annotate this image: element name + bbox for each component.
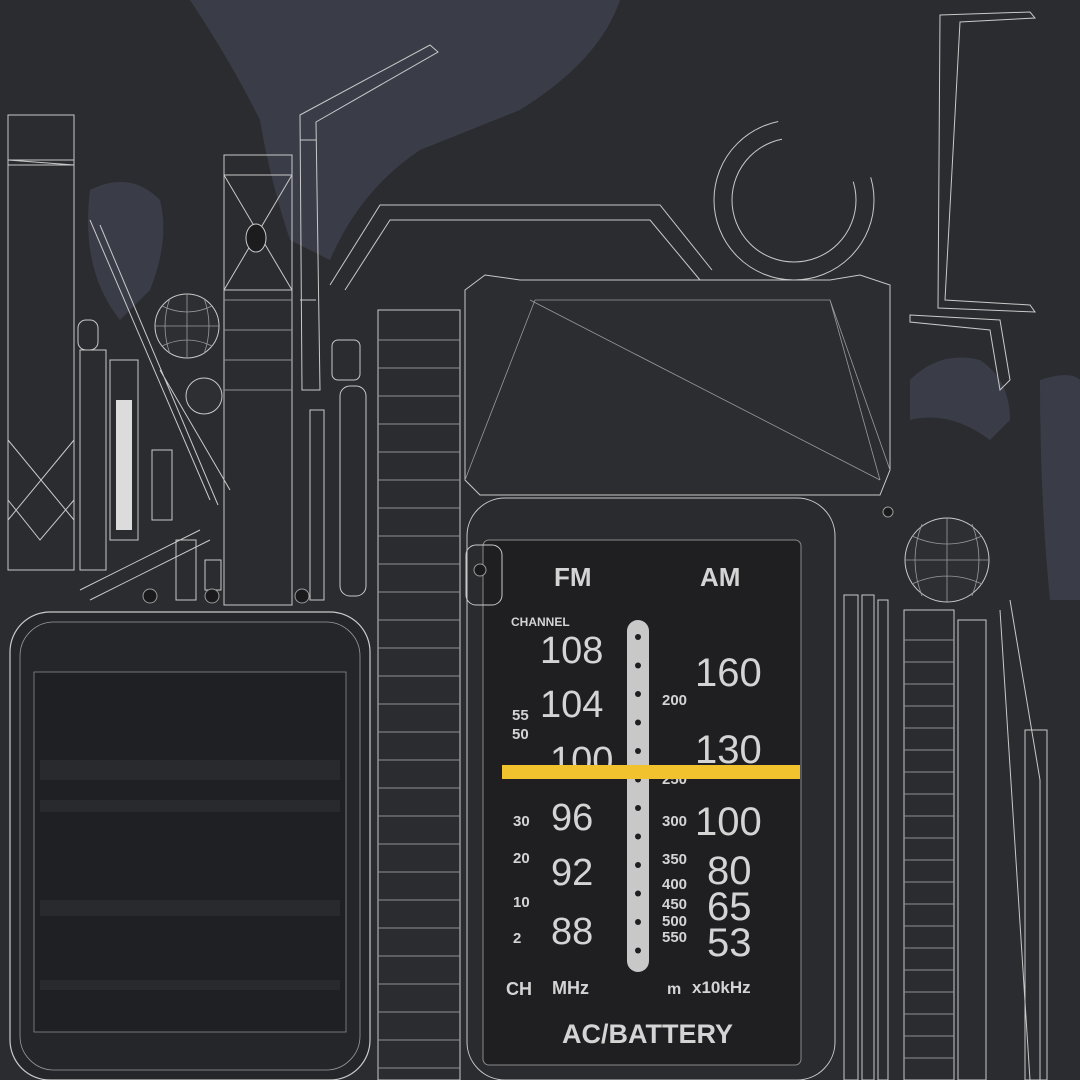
- tuning-pointer: [502, 765, 800, 779]
- antenna-part: [299, 44, 439, 601]
- rail-strip: [377, 309, 461, 1080]
- ring-segment: [713, 116, 875, 281]
- scale-dot: [635, 691, 641, 697]
- fm-frequency: 92: [551, 852, 593, 894]
- am-wavelength: 300: [662, 813, 687, 830]
- scale-dot: [635, 662, 641, 669]
- fm-channel: 10: [513, 894, 530, 911]
- handle-arch: [329, 204, 713, 291]
- unit-mhz-label: MHz: [552, 978, 589, 998]
- am-wavelength: 550: [662, 929, 687, 946]
- am-wavelength: 450: [662, 896, 687, 913]
- knob-spheres: [154, 293, 990, 603]
- rail-strip-lines: [378, 339, 460, 1069]
- fm-frequency: 108: [540, 630, 603, 672]
- scale-dot: [635, 919, 641, 925]
- power-source-label: AC/BATTERY: [562, 1019, 733, 1049]
- scale-dot: [635, 947, 641, 954]
- am-frequency: 53: [707, 921, 752, 965]
- screw-details: [142, 506, 894, 604]
- unit-m-label: m: [667, 981, 681, 998]
- fm-frequency: 96: [551, 797, 593, 839]
- right-side-parts: [843, 11, 1048, 1080]
- am-frequency: 160: [695, 651, 762, 695]
- fm-channel: 50: [512, 726, 529, 743]
- scale-dot: [635, 634, 641, 640]
- unit-khz-label: x10kHz: [692, 978, 751, 997]
- fm-frequency: 104: [540, 684, 603, 726]
- fm-channel: 2: [513, 930, 521, 947]
- fm-channel: 55: [512, 707, 529, 724]
- scale-dot: [635, 748, 641, 754]
- scale-dot: [635, 719, 641, 726]
- scale-dot: [635, 862, 641, 868]
- am-frequency: 100: [695, 800, 762, 844]
- fm-band-label: FM: [554, 562, 592, 592]
- am-frequency: 130: [695, 728, 762, 772]
- am-wavelength: 350: [662, 851, 687, 868]
- shadow-islands: [88, 0, 1080, 600]
- fm-channel: 20: [513, 850, 530, 867]
- fm-frequency: 88: [551, 911, 593, 953]
- dial-scale-track: [627, 620, 649, 972]
- am-wavelength: 200: [662, 692, 687, 709]
- am-frequency: 65: [707, 885, 752, 929]
- am-wavelength: 500: [662, 913, 687, 930]
- housing-back-panel: [9, 611, 371, 1080]
- left-strip-parts: [7, 114, 231, 601]
- right-strip-lines: [904, 639, 954, 1059]
- housing-top-panel: [464, 274, 891, 496]
- scale-dot: [635, 833, 641, 840]
- scale-dot: [635, 805, 641, 811]
- am-band-label: AM: [700, 562, 740, 592]
- scale-dot: [635, 890, 641, 897]
- channel-heading: CHANNEL: [511, 615, 570, 629]
- dial-scale-bar: [627, 620, 649, 972]
- am-wavelength: 400: [662, 876, 687, 893]
- am-frequency: 80: [707, 849, 752, 893]
- fm-channel: 30: [513, 813, 530, 830]
- tall-column-part: [223, 154, 293, 606]
- unit-ch-label: CH: [506, 979, 532, 999]
